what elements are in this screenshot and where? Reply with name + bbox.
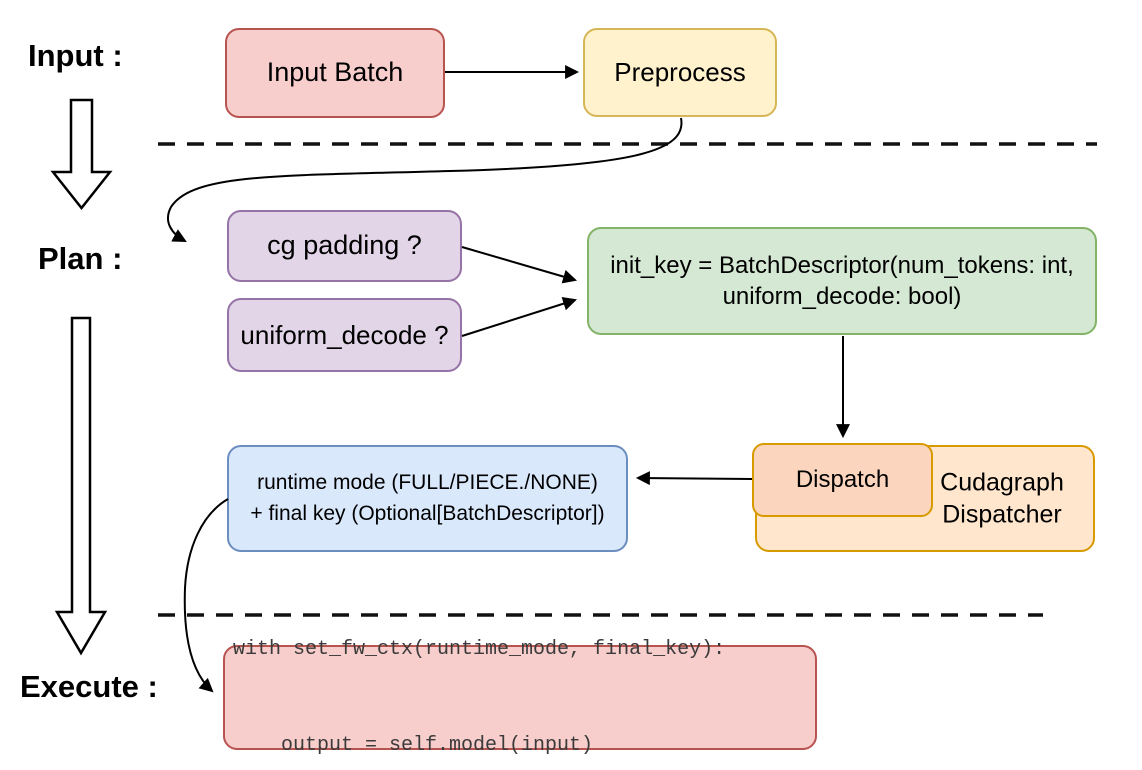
node-runtime-mode: runtime mode (FULL/PIECE./NONE) + final …	[227, 445, 628, 552]
node-runtime-mode-line2: + final key (Optional[BatchDescriptor])	[250, 501, 605, 525]
arrow-cg-padding-to-init-key	[461, 246, 578, 284]
node-cg-padding-label: cg padding ?	[267, 230, 422, 261]
execute-code-line1: with set_fw_ctx(runtime_mode, final_key)…	[233, 637, 726, 661]
cudagraph-line1: Cudagraph	[940, 468, 1064, 496]
node-dispatch: Dispatch	[752, 443, 933, 517]
node-uniform-decode-label: uniform_decode ?	[240, 319, 449, 350]
node-runtime-mode-line1: runtime mode (FULL/PIECE./NONE)	[257, 471, 598, 495]
node-init-key-line2: uniform_decode: bool)	[722, 283, 962, 310]
node-preprocess-label: Preprocess	[614, 57, 746, 88]
node-input-batch-label: Input Batch	[266, 57, 404, 88]
stage-label-plan: Plan :	[38, 241, 123, 276]
node-execute-code: with set_fw_ctx(runtime_mode, final_key)…	[223, 638, 817, 757]
node-init-key-line1: init_key = BatchDescriptor(num_tokens: i…	[610, 251, 1074, 279]
execute-code-line2: output = self.model(input)	[233, 733, 594, 757]
stage-arrow-plan-to-execute	[54, 316, 108, 656]
arrow-runtime-mode-to-execute-code	[183, 498, 229, 693]
arrow-uniform-decode-to-init-key	[461, 296, 578, 337]
node-preprocess: Preprocess	[583, 28, 777, 117]
node-uniform-decode: uniform_decode ?	[227, 298, 462, 372]
cudagraph-line2: Dispatcher	[942, 500, 1062, 529]
stage-arrow-input-to-plan	[50, 98, 113, 211]
arrow-dispatch-to-runtime-mode	[635, 471, 753, 486]
node-init-key: init_key = BatchDescriptor(num_tokens: i…	[587, 227, 1097, 335]
node-cg-padding: cg padding ?	[227, 210, 462, 282]
stage-label-input: Input :	[28, 38, 123, 73]
node-input-batch: Input Batch	[225, 28, 445, 118]
node-cudagraph-dispatcher-label: Cudagraph Dispatcher	[923, 466, 1081, 531]
stage-label-execute: Execute :	[20, 669, 158, 704]
node-dispatch-label: Dispatch	[795, 466, 890, 493]
